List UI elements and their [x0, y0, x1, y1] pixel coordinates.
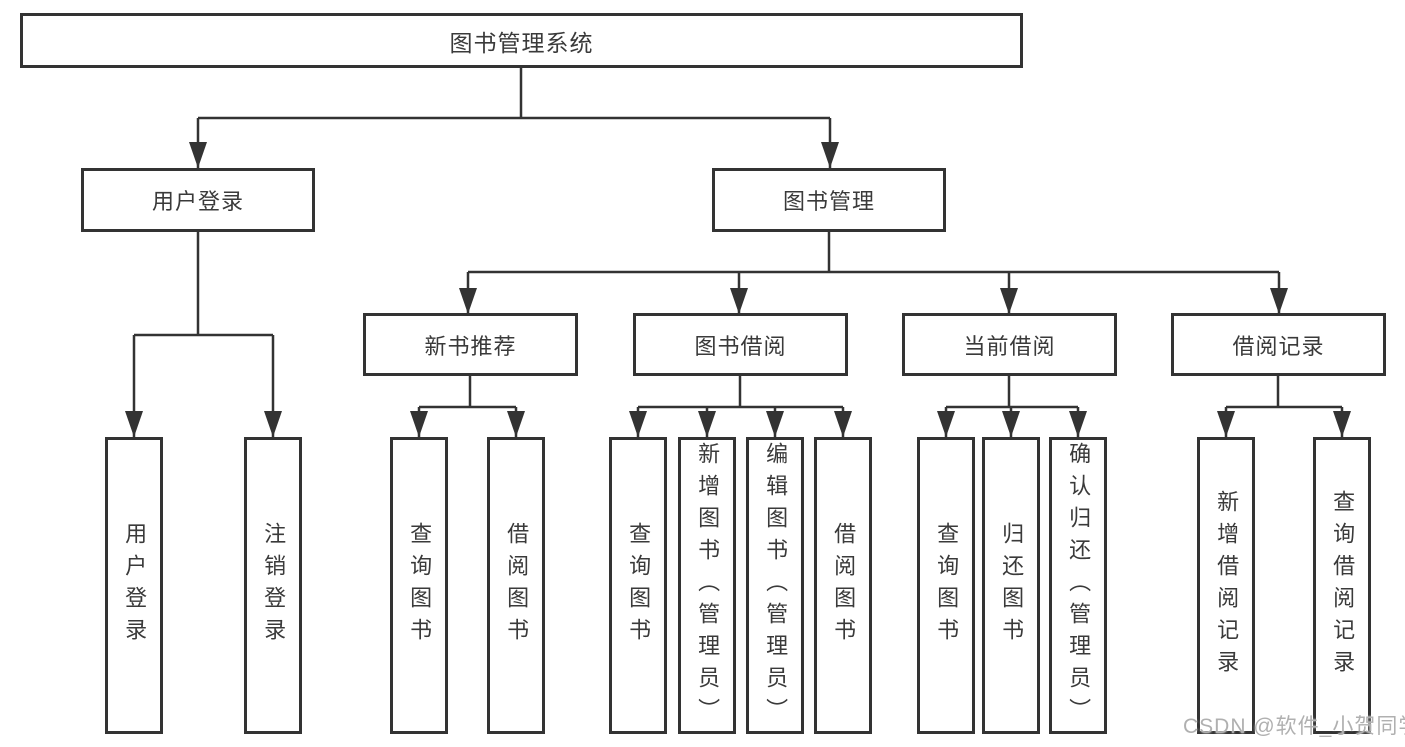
leaf-br-query-record: 查询借阅记录 — [1313, 437, 1371, 734]
leaf-bb-query-book-label: 查询图书 — [626, 521, 652, 650]
arrowhead — [821, 142, 839, 168]
arrowhead — [410, 411, 428, 437]
arrowhead — [264, 411, 282, 437]
leaf-bb-edit-book-label: 编辑图书（管理员） — [763, 441, 789, 730]
arrowhead — [189, 142, 207, 168]
leaf-user-login-label: 用户登录 — [122, 521, 148, 650]
leaf-logout-label: 注销登录 — [261, 521, 287, 650]
leaf-bb-add-book: 新增图书（管理员） — [678, 437, 736, 734]
arrowhead — [1217, 411, 1235, 437]
arrowhead — [698, 411, 716, 437]
node-user-login-label: 用户登录 — [151, 189, 244, 214]
leaf-cb-return-book: 归还图书 — [982, 437, 1040, 734]
leaf-cb-query-book: 查询图书 — [917, 437, 975, 734]
arrowhead — [629, 411, 647, 437]
node-book-borrow: 图书借阅 — [633, 313, 848, 376]
arrowhead — [730, 288, 748, 314]
leaf-user-login: 用户登录 — [105, 437, 163, 734]
leaf-logout: 注销登录 — [244, 437, 302, 734]
node-book-management: 图书管理 — [712, 168, 946, 232]
connector-bookmgmt-to-level2 — [466, 232, 1281, 314]
arrowhead — [834, 411, 852, 437]
connector-borrowrecord-to-leaves — [1224, 376, 1344, 437]
arrowhead — [459, 288, 477, 314]
leaf-br-query-record-label: 查询借阅记录 — [1330, 489, 1356, 682]
leaf-rec-borrow-book: 借阅图书 — [487, 437, 545, 734]
node-current-borrow-label: 当前借阅 — [963, 333, 1056, 359]
leaf-cb-return-book-label: 归还图书 — [999, 521, 1025, 650]
arrowhead — [766, 411, 784, 437]
arrowhead — [1069, 411, 1087, 437]
node-root-label: 图书管理系统 — [449, 29, 594, 56]
leaf-br-add-record: 新增借阅记录 — [1197, 437, 1255, 734]
leaf-cb-confirm-return: 确认归还（管理员） — [1049, 437, 1107, 734]
leaf-bb-borrow-book-label: 借阅图书 — [831, 521, 857, 650]
arrowhead — [1002, 411, 1020, 437]
node-borrow-record: 借阅记录 — [1171, 313, 1386, 376]
leaf-bb-query-book: 查询图书 — [609, 437, 667, 734]
leaf-rec-query-book: 查询图书 — [390, 437, 448, 734]
leaf-bb-borrow-book: 借阅图书 — [814, 437, 872, 734]
leaf-bb-add-book-label: 新增图书（管理员） — [695, 441, 721, 730]
leaf-br-add-record-label: 新增借阅记录 — [1214, 489, 1240, 682]
node-book-borrow-label: 图书借阅 — [694, 333, 787, 359]
connector-root-to-level1 — [196, 68, 832, 168]
watermark: CSDN @软件_小贺同学 — [1183, 715, 1405, 738]
arrowhead — [1000, 288, 1018, 314]
node-new-book-recommend-label: 新书推荐 — [424, 333, 517, 359]
node-book-management-label: 图书管理 — [782, 189, 875, 214]
node-new-book-recommend: 新书推荐 — [363, 313, 578, 376]
leaf-rec-borrow-book-label: 借阅图书 — [504, 521, 530, 650]
connector-userlogin-to-leaves — [132, 232, 275, 437]
leaf-rec-query-book-label: 查询图书 — [407, 521, 433, 650]
node-user-login: 用户登录 — [81, 168, 315, 232]
node-root: 图书管理系统 — [20, 13, 1023, 68]
arrowhead — [937, 411, 955, 437]
leaf-bb-edit-book: 编辑图书（管理员） — [746, 437, 804, 734]
node-borrow-record-label: 借阅记录 — [1232, 333, 1325, 359]
connector-newbookrec-to-leaves — [417, 376, 518, 437]
leaf-cb-confirm-return-label: 确认归还（管理员） — [1066, 441, 1092, 730]
arrowhead — [1333, 411, 1351, 437]
node-current-borrow: 当前借阅 — [902, 313, 1117, 376]
leaf-cb-query-book-label: 查询图书 — [934, 521, 960, 650]
arrowhead — [507, 411, 525, 437]
arrowhead — [1270, 288, 1288, 314]
connector-bookborrow-to-leaves — [636, 376, 845, 437]
arrowhead — [125, 411, 143, 437]
